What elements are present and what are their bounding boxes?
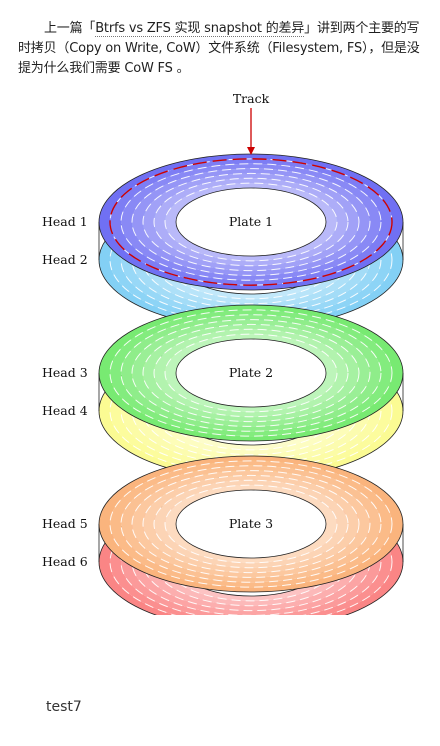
head-1-label: Head 1 bbox=[42, 214, 88, 229]
plate-2-top-surface-track bbox=[164, 333, 338, 413]
head-6-label: Head 6 bbox=[42, 554, 88, 569]
plate-2: Plate 2 bbox=[98, 304, 404, 480]
head-4-label: Head 4 bbox=[42, 403, 88, 418]
plate-2-top-surface-track bbox=[131, 319, 371, 427]
plate-3-label: Plate 3 bbox=[229, 516, 273, 531]
plate-2-bottom-surface-track bbox=[120, 352, 382, 470]
head-3-label: Head 3 bbox=[42, 365, 88, 380]
plate-2-top-surface-track bbox=[109, 309, 393, 437]
plate-3-top-surface-track bbox=[142, 474, 360, 574]
plate-3-top-surface-outline bbox=[98, 455, 404, 593]
plate-3: Plate 3 bbox=[98, 455, 404, 615]
plate-1-top-surface-track bbox=[153, 177, 349, 267]
plate-1: Plate 1 bbox=[98, 153, 404, 329]
plate-2-top-surface-outline bbox=[98, 304, 404, 442]
plate-3-top-surface-hole bbox=[175, 489, 327, 559]
plate-2-top-surface-track bbox=[120, 314, 382, 432]
intro-paragraph: 上一篇「Btrfs vs ZFS 实现 snapshot 的差异」讲到两个主要的… bbox=[18, 19, 422, 79]
plate-2-top-surface-hole bbox=[175, 338, 327, 408]
plate-1-top-surface-track bbox=[142, 172, 360, 272]
head-5-label: Head 5 bbox=[42, 516, 88, 531]
plate-3-top-surface-track bbox=[120, 465, 382, 583]
plate-3-top-surface-track bbox=[164, 484, 338, 564]
plate-3-top-surface-track bbox=[131, 470, 371, 578]
plate-1-bottom-surface-track bbox=[120, 201, 382, 319]
intro-text-before: 上一篇「 bbox=[44, 21, 96, 36]
track-arrow-head bbox=[247, 147, 255, 155]
plate-2-top-surface-track bbox=[142, 323, 360, 423]
plate-2-top-surface-track bbox=[153, 328, 349, 418]
intro-text-after: 」讲到两个主要的写时拷贝（Copy on Write, CoW）文件系统（Fil… bbox=[18, 21, 420, 76]
track-label: Track bbox=[233, 91, 270, 106]
plate-1-label: Plate 1 bbox=[229, 214, 273, 229]
highlighted-track bbox=[109, 158, 393, 286]
plate-1-top-surface-track bbox=[131, 168, 371, 276]
footer-text: test7 bbox=[46, 699, 82, 715]
plate-3-bottom-surface-track bbox=[120, 503, 382, 615]
plate-3-top-surface-track bbox=[153, 479, 349, 569]
plate-1-top-surface-hole bbox=[175, 187, 327, 257]
plate-3-top-surface-track bbox=[109, 460, 393, 588]
plate-1-top-surface-track bbox=[120, 163, 382, 281]
head-2-label: Head 2 bbox=[42, 252, 88, 267]
disk-platter-diagram: Plate 1 Plate 2 Plate 3 Track Head 1 Head … bbox=[42, 91, 404, 615]
plate-2-label: Plate 2 bbox=[229, 365, 273, 380]
btrfs-vs-zfs-link[interactable]: Btrfs vs ZFS 实现 snapshot 的差异 bbox=[95, 21, 305, 37]
plate-1-top-surface-track bbox=[164, 182, 338, 262]
